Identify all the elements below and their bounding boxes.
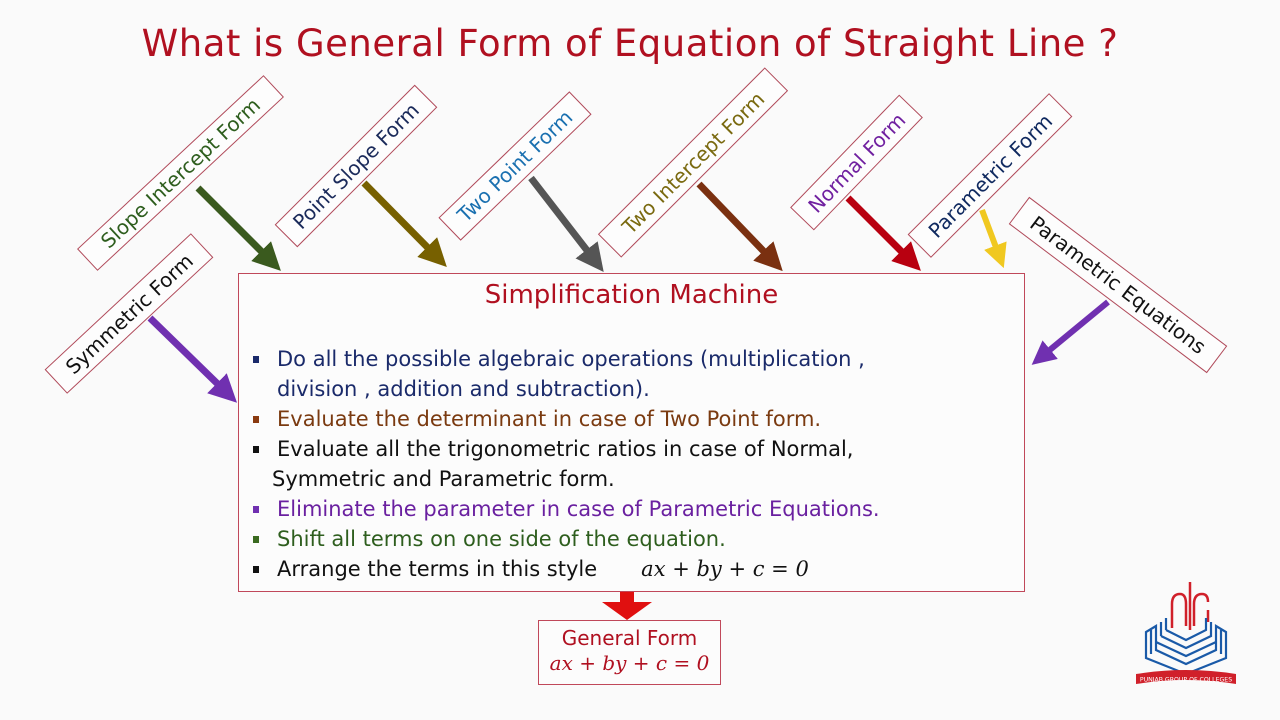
step-equation: ax + by + c = 0 bbox=[641, 557, 809, 581]
arrow-slope-intercept bbox=[195, 185, 281, 271]
logo-text: PUNJAB GROUP OF COLLEGES bbox=[1140, 677, 1232, 684]
step-text: Arrange the terms in this style bbox=[277, 557, 598, 581]
arrow-parametric-equations bbox=[1031, 299, 1110, 365]
general-form-equation: ax + by + c = 0 bbox=[549, 651, 710, 675]
arrow-two-intercept bbox=[696, 181, 783, 272]
square-bullet-icon bbox=[253, 506, 259, 513]
square-bullet-icon bbox=[253, 416, 259, 423]
arrow-two-point bbox=[528, 175, 604, 272]
arrow-normal bbox=[845, 195, 921, 271]
simplification-machine-box: Simplification Machine Do all the possib… bbox=[238, 273, 1025, 592]
logo-banner bbox=[1136, 670, 1236, 684]
square-bullet-icon bbox=[253, 566, 259, 573]
square-bullet-icon bbox=[253, 536, 259, 543]
step-text: Shift all terms on one side of the equat… bbox=[277, 527, 726, 551]
step-item: Shift all terms on one side of the equat… bbox=[251, 524, 1011, 554]
punjab-group-of-colleges-logo: PUNJAB GROUP OF COLLEGES bbox=[1136, 582, 1236, 684]
square-bullet-icon bbox=[253, 356, 259, 363]
step-text: Do all the possible algebraic operations… bbox=[277, 347, 865, 371]
steps-list: Do all the possible algebraic operations… bbox=[251, 344, 1011, 584]
step-item: Evaluate the determinant in case of Two … bbox=[251, 404, 1011, 434]
arrow-to-general-form bbox=[602, 592, 652, 620]
step-text: Eliminate the parameter in case of Param… bbox=[277, 497, 880, 521]
step-text-cont: Symmetric and Parametric form. bbox=[272, 467, 615, 491]
arrow-point-slope bbox=[361, 180, 447, 267]
general-form-title: General Form bbox=[561, 626, 698, 650]
step-item: Evaluate all the trigonometric ratios in… bbox=[251, 434, 1011, 494]
page-title: What is General Form of Equation of Stra… bbox=[141, 22, 1119, 65]
step-item: Eliminate the parameter in case of Param… bbox=[251, 494, 1011, 524]
machine-title: Simplification Machine bbox=[484, 280, 779, 310]
step-item: Arrange the terms in this style ax + by +… bbox=[251, 554, 1011, 584]
step-text: Evaluate the determinant in case of Two … bbox=[277, 407, 822, 431]
arrow-parametric-form bbox=[979, 208, 1007, 269]
step-text: Evaluate all the trigonometric ratios in… bbox=[277, 437, 854, 461]
step-text-cont: division , addition and subtraction). bbox=[277, 377, 650, 401]
arrow-symmetric bbox=[147, 315, 238, 403]
logo-red-mark-icon bbox=[1170, 582, 1210, 630]
logo-blue-book-icon bbox=[1144, 618, 1228, 676]
square-bullet-icon bbox=[253, 446, 259, 453]
general-form-box: General Form ax + by + c = 0 bbox=[538, 620, 721, 685]
step-item: Do all the possible algebraic operations… bbox=[251, 344, 1011, 404]
